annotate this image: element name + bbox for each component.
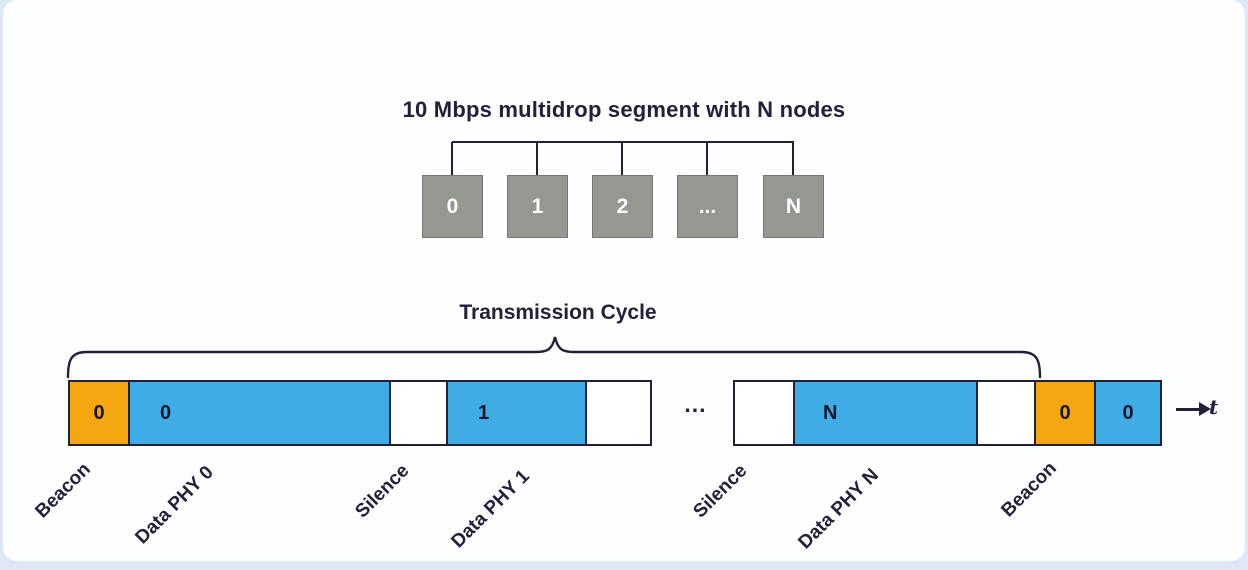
segment-label: 1 bbox=[478, 401, 490, 424]
node-box-ellipsis: ... bbox=[677, 175, 738, 238]
segment-silence-2 bbox=[587, 382, 650, 444]
node-box-2: 2 bbox=[592, 175, 653, 238]
bus-drop-line bbox=[792, 142, 795, 176]
segment-data-phy-1: 1 bbox=[448, 382, 587, 444]
node-label: 2 bbox=[616, 194, 629, 218]
timeline-bar-left: 0 0 1 bbox=[68, 380, 652, 446]
segment-silence-3 bbox=[735, 382, 795, 444]
timeline-bar-right: N 0 0 bbox=[733, 380, 1162, 446]
node-box-n: N bbox=[763, 175, 824, 238]
node-label: N bbox=[785, 194, 802, 218]
segment-beacon-last: 0 bbox=[1036, 382, 1096, 444]
bus-drop-line bbox=[621, 142, 624, 176]
time-axis-label: t bbox=[1209, 395, 1219, 419]
panel-background bbox=[3, 0, 1245, 561]
node-label: ... bbox=[698, 194, 717, 218]
bus-drop-line bbox=[706, 142, 709, 176]
segment-label: 0 bbox=[160, 401, 172, 424]
node-label: 0 bbox=[446, 194, 459, 218]
bus-drop-line bbox=[536, 142, 539, 176]
segment-silence-4 bbox=[978, 382, 1036, 444]
timeline-gap-ellipsis: ... bbox=[684, 391, 707, 417]
segment-label: 0 bbox=[1059, 401, 1071, 424]
node-label: 1 bbox=[531, 194, 544, 218]
node-box-1: 1 bbox=[507, 175, 568, 238]
transmission-cycle-title: Transmission Cycle bbox=[459, 301, 657, 324]
bus-drop-line bbox=[451, 142, 454, 176]
segment-data-phy-0: 0 bbox=[130, 382, 391, 444]
segment-beacon-first: 0 bbox=[70, 382, 130, 444]
segment-data-phy-n: N bbox=[795, 382, 978, 444]
segment-title: 10 Mbps multidrop segment with N nodes bbox=[402, 97, 846, 122]
segment-silence-1 bbox=[391, 382, 448, 444]
time-arrow-head-icon bbox=[1199, 402, 1211, 416]
segment-label: 0 bbox=[93, 401, 105, 424]
node-box-0: 0 bbox=[422, 175, 483, 238]
transmission-cycle-brace bbox=[66, 336, 1042, 379]
segment-label: 0 bbox=[1122, 401, 1134, 424]
segment-data-last: 0 bbox=[1096, 382, 1160, 444]
time-arrow-shaft bbox=[1176, 408, 1200, 411]
segment-label: N bbox=[823, 401, 838, 424]
